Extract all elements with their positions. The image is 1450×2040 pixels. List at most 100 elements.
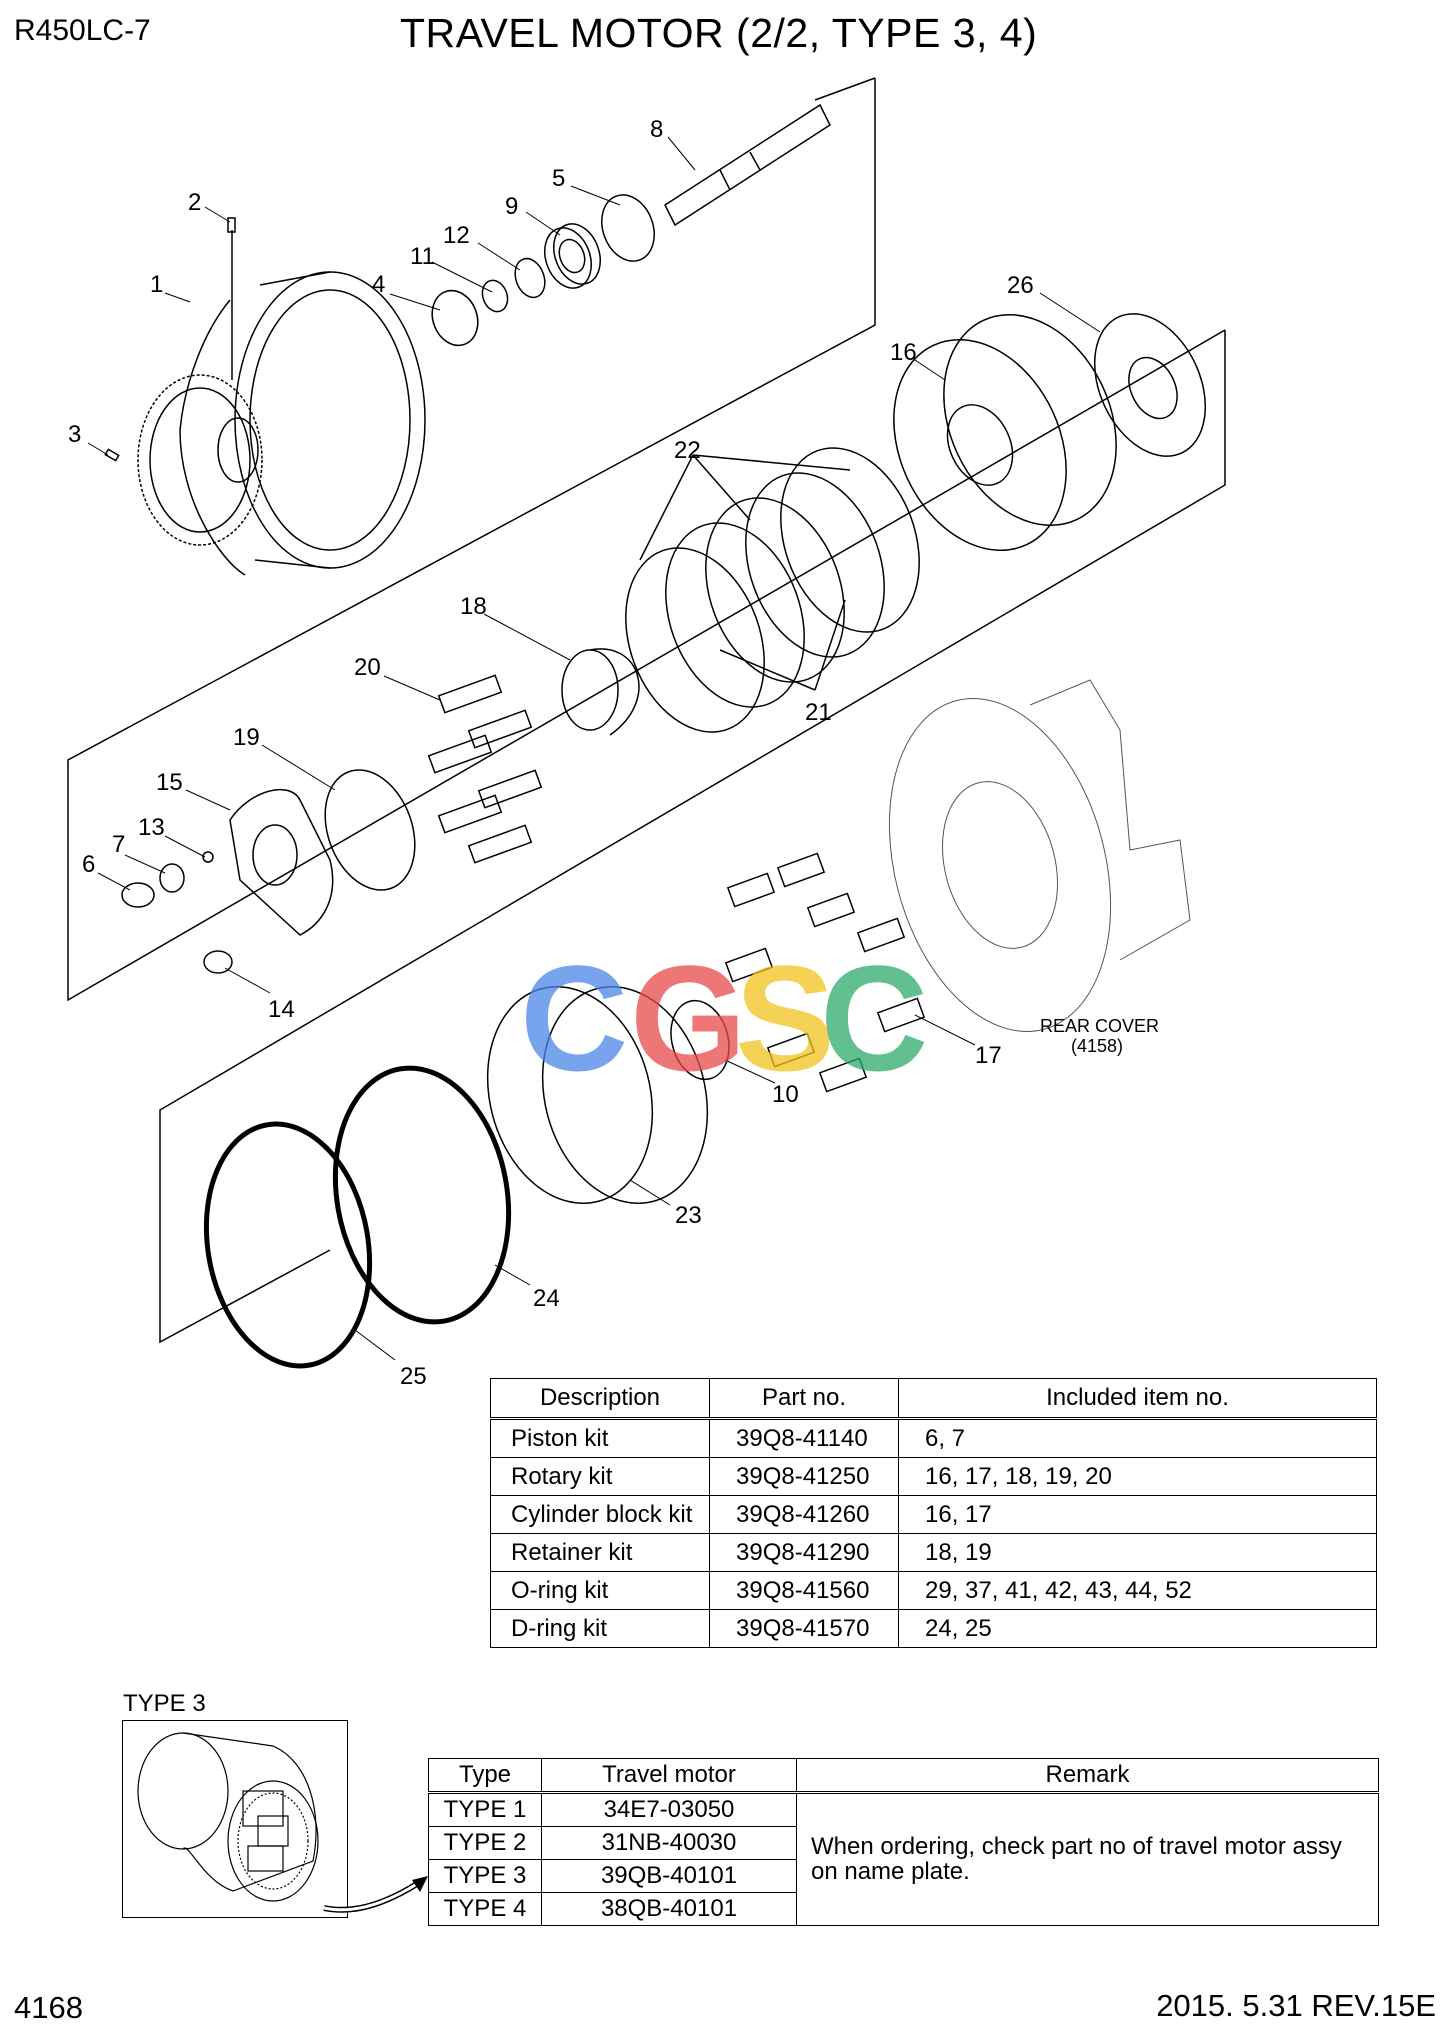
part-label-2: 2 <box>188 189 201 216</box>
part-8-shaft <box>664 103 831 227</box>
part-23-brake-piston <box>486 985 709 1205</box>
part-label-15: 15 <box>156 769 183 796</box>
group-outline-lower <box>159 330 1226 1344</box>
type-remark: When ordering, check part no of travel m… <box>796 1792 1379 1926</box>
type-3-motor-illustration <box>122 1720 348 1918</box>
part-label-21: 21 <box>805 699 832 726</box>
part-4-ring <box>431 289 479 347</box>
part-2-plug <box>227 217 236 233</box>
kit-description: Retainer kit <box>490 1533 710 1572</box>
table-row: D-ring kit 39Q8-41570 24, 25 <box>490 1609 1377 1648</box>
part-label-20: 20 <box>354 654 381 681</box>
part-9-bearing <box>544 223 601 289</box>
part-13-ball <box>202 851 214 863</box>
watermark-logo: C G S C <box>520 934 928 1102</box>
part-25-d-ring <box>203 1121 373 1369</box>
kit-description: Piston kit <box>490 1418 710 1458</box>
kit-part-no: 39Q8-41570 <box>709 1609 899 1648</box>
exploded-parts-diagram: C G S C 1 2 3 4 5 6 7 8 9 10 11 12 13 14… <box>67 77 1226 1390</box>
part-label-25: 25 <box>400 1363 427 1390</box>
part-label-17: 17 <box>975 1042 1002 1069</box>
part-17-springs <box>724 852 926 1093</box>
part-1-hub-housing <box>137 230 426 576</box>
kit-description: Rotary kit <box>490 1457 710 1496</box>
part-10-bearing <box>670 999 730 1081</box>
table-row: TYPE 4 38QB-40101 <box>428 1892 1379 1926</box>
part-label-14: 14 <box>268 996 295 1023</box>
type-col-travel-motor: Travel motor <box>541 1758 797 1794</box>
part-7-ring <box>159 863 185 893</box>
kit-included-items: 16, 17 <box>898 1495 1377 1534</box>
part-11-ring <box>481 279 509 313</box>
part-6-piston <box>121 882 155 908</box>
part-5-snap-ring <box>601 194 655 262</box>
table-row: TYPE 1 34E7-03050 When ordering, check p… <box>428 1792 1379 1926</box>
kit-description: D-ring kit <box>490 1609 710 1648</box>
part-label-18: 18 <box>460 593 487 620</box>
type-table-header: Type Travel motor Remark <box>428 1758 1379 1794</box>
kit-description: O-ring kit <box>490 1571 710 1610</box>
part-label-6: 6 <box>82 851 95 878</box>
part-3-screw <box>104 448 120 462</box>
kit-part-no: 39Q8-41140 <box>709 1418 899 1458</box>
kit-included-items: 6, 7 <box>898 1418 1377 1458</box>
part-label-3: 3 <box>68 421 81 448</box>
callout-arrow <box>323 1876 428 1913</box>
kit-part-no: 39Q8-41560 <box>709 1571 899 1610</box>
travel-motor-part-no: 34E7-03050 <box>541 1792 797 1827</box>
type-name: TYPE 4 <box>428 1892 542 1926</box>
part-label-11: 11 <box>410 243 435 270</box>
model-code: R450LC-7 <box>14 14 151 47</box>
table-row: O-ring kit 39Q8-41560 29, 37, 41, 42, 43… <box>490 1571 1377 1610</box>
part-label-5: 5 <box>552 165 565 192</box>
part-label-1: 1 <box>150 271 163 298</box>
page-title: TRAVEL MOTOR (2/2, TYPE 3, 4) <box>400 10 1038 56</box>
part-label-13: 13 <box>138 814 165 841</box>
part-label-23: 23 <box>675 1202 702 1229</box>
table-row: Piston kit 39Q8-41140 6, 7 <box>490 1418 1377 1458</box>
table-row: Retainer kit 39Q8-41290 18, 19 <box>490 1533 1377 1572</box>
part-label-10: 10 <box>772 1081 799 1108</box>
kit-table-header: Description Part no. Included item no. <box>490 1378 1377 1420</box>
part-12-ring <box>514 257 546 299</box>
part-24-d-ring <box>332 1065 512 1325</box>
part-label-24: 24 <box>533 1285 560 1312</box>
kit-col-description: Description <box>490 1378 710 1420</box>
part-18-retainer <box>561 648 640 736</box>
kit-col-included: Included item no. <box>898 1378 1377 1420</box>
table-row: TYPE 3 39QB-40101 <box>428 1859 1379 1893</box>
part-label-8: 8 <box>650 116 663 143</box>
watermark-letter-s: S <box>735 934 835 1102</box>
motor-assembly-image <box>137 1732 319 1902</box>
part-16-cylinder-block <box>893 313 1117 552</box>
kit-part-no: 39Q8-41290 <box>709 1533 899 1572</box>
kit-included-items: 16, 17, 18, 19, 20 <box>898 1457 1377 1496</box>
kit-part-no: 39Q8-41260 <box>709 1495 899 1534</box>
type-col-type: Type <box>428 1758 542 1794</box>
watermark-letter-c2: C <box>820 934 928 1102</box>
page-number: 4168 <box>14 1990 83 2025</box>
kit-included-items: 18, 19 <box>898 1533 1377 1572</box>
rear-cover-ref: (4158) <box>1071 1036 1123 1056</box>
part-label-12: 12 <box>443 222 470 249</box>
kit-col-part-no: Part no. <box>709 1378 899 1420</box>
revision-date: 2015. 5.31 REV.15E <box>1156 1988 1436 2023</box>
kit-description: Cylinder block kit <box>490 1495 710 1534</box>
part-label-19: 19 <box>233 724 260 751</box>
part-26-valve-plate <box>1093 313 1207 457</box>
travel-motor-part-no: 31NB-40030 <box>541 1826 797 1860</box>
table-row: Cylinder block kit 39Q8-41260 16, 17 <box>490 1495 1377 1534</box>
rear-cover-label: REAR COVER <box>1040 1016 1159 1036</box>
watermark-letter-c1: C <box>520 934 628 1102</box>
part-20-pistons <box>427 674 543 864</box>
part-14-bushing <box>203 950 233 974</box>
type-name: TYPE 1 <box>428 1792 542 1827</box>
type-table: Type Travel motor Remark TYPE 1 34E7-030… <box>428 1758 1379 1926</box>
travel-motor-part-no: 39QB-40101 <box>541 1859 797 1893</box>
part-15-swash-plate <box>229 789 334 936</box>
type-name: TYPE 2 <box>428 1826 542 1860</box>
kit-table: Description Part no. Included item no. P… <box>490 1378 1377 1648</box>
table-row: TYPE 2 31NB-40030 <box>428 1826 1379 1860</box>
type-col-remark: Remark <box>796 1758 1379 1794</box>
part-label-16: 16 <box>890 339 917 366</box>
